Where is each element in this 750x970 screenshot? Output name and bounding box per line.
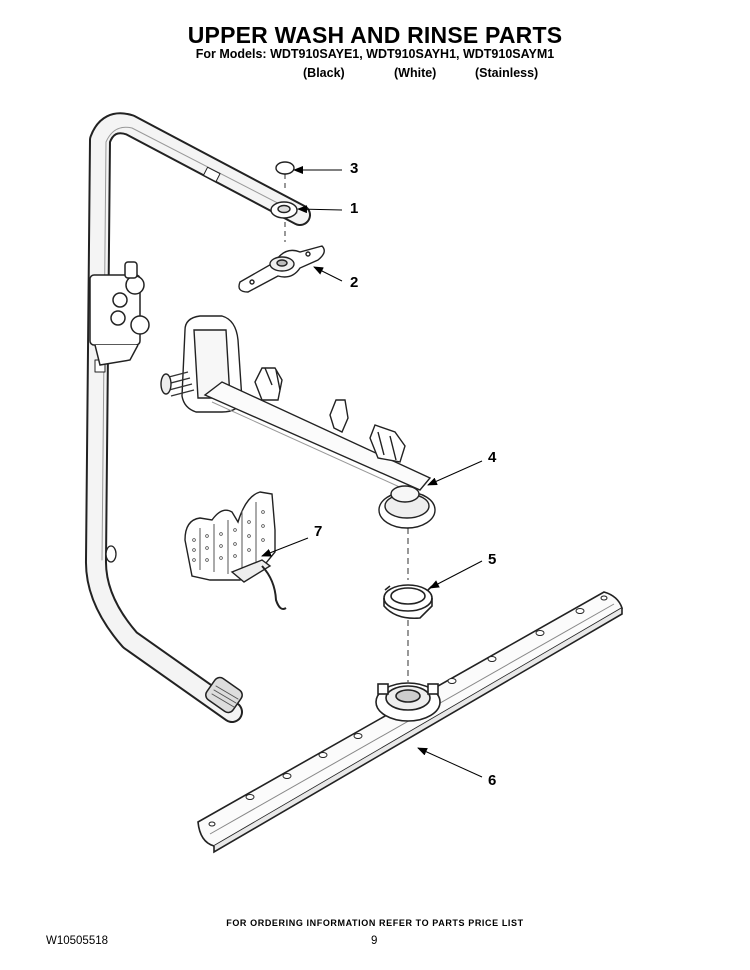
- leader-lines: [261, 166, 483, 778]
- leader-line-2: [313, 266, 343, 282]
- callout-3: 3: [350, 160, 359, 177]
- leader-line-6: [417, 747, 483, 778]
- color-label-white: (White): [394, 66, 437, 80]
- page-title: UPPER WASH AND RINSE PARTS: [187, 22, 563, 48]
- page-number: 9: [371, 935, 378, 947]
- tube-bracket: [89, 261, 150, 366]
- leader-line-1: [297, 205, 343, 214]
- callout-7: 7: [314, 523, 323, 540]
- part-5-ring: [383, 584, 433, 620]
- document-number: W10505518: [46, 935, 109, 947]
- part-7-assembly: [184, 491, 287, 610]
- part-6-spray-arm: [197, 591, 623, 854]
- part-1-hub: [270, 201, 298, 219]
- callout-4: 4: [488, 449, 497, 466]
- part-2-spray-mount: [238, 245, 325, 293]
- color-label-stainless: (Stainless): [475, 66, 539, 80]
- ordering-note: FOR ORDERING INFORMATION REFER TO PARTS …: [226, 918, 524, 928]
- part-3-cap: [275, 161, 295, 175]
- models-line: For Models: WDT910SAYE1, WDT910SAYH1, WD…: [195, 47, 555, 61]
- callout-6: 6: [488, 772, 497, 789]
- color-label-black: (Black): [303, 66, 345, 80]
- upper-supply-tube: [85, 112, 311, 723]
- leader-line-5: [429, 560, 483, 589]
- callout-2: 2: [350, 274, 359, 291]
- part-4-manifold: [160, 315, 436, 529]
- leader-line-7: [261, 537, 309, 557]
- callout-5: 5: [488, 551, 497, 568]
- leader-line-4: [427, 460, 483, 486]
- callout-1: 1: [350, 200, 359, 217]
